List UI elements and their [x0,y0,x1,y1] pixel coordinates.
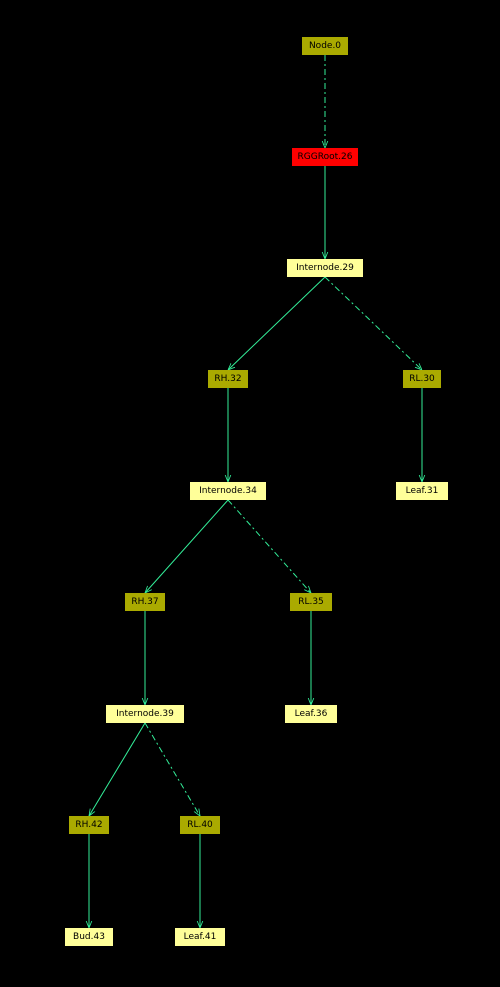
node-label: Node.0 [308,41,342,51]
graph-node-n41[interactable]: Leaf.41 [175,928,225,946]
edge-n39-n40 [144,722,200,816]
graph-node-n39[interactable]: Internode.39 [106,705,184,723]
graph-node-n37[interactable]: RH.37 [125,593,165,611]
node-label: Leaf.31 [405,486,439,496]
node-label: Internode.39 [116,709,174,719]
graph-node-n32[interactable]: RH.32 [208,370,248,388]
node-label: RH.42 [75,820,103,830]
graph-node-n0[interactable]: Node.0 [302,37,348,55]
node-label: RL.30 [409,374,435,384]
graph-node-n34[interactable]: Internode.34 [190,482,266,500]
graph-node-n40[interactable]: RL.40 [180,816,220,834]
node-label: Internode.29 [296,263,354,273]
node-label: RL.35 [298,597,324,607]
graph-node-n36[interactable]: Leaf.36 [285,705,337,723]
edge-n34-n37 [145,499,229,593]
edge-n29-n32 [228,276,326,370]
graph-node-n29[interactable]: Internode.29 [287,259,363,277]
node-label: RH.32 [214,374,242,384]
node-label: Bud.43 [73,932,105,942]
node-label: Internode.34 [199,486,257,496]
graph-node-n26[interactable]: RGGRoot.26 [292,148,358,166]
node-label: RH.37 [131,597,159,607]
edge-n29-n30 [324,276,422,370]
graph-node-n30[interactable]: RL.30 [403,370,441,388]
graph-node-n43[interactable]: Bud.43 [65,928,113,946]
edge-n34-n35 [227,499,311,593]
node-label: RGGRoot.26 [297,152,353,162]
node-label: Leaf.41 [183,932,217,942]
graph-node-n35[interactable]: RL.35 [290,593,332,611]
edge-n39-n42 [89,722,146,816]
node-label: RL.40 [187,820,213,830]
graph-node-n42[interactable]: RH.42 [69,816,109,834]
graph-node-n31[interactable]: Leaf.31 [396,482,448,500]
node-label: Leaf.36 [294,709,328,719]
